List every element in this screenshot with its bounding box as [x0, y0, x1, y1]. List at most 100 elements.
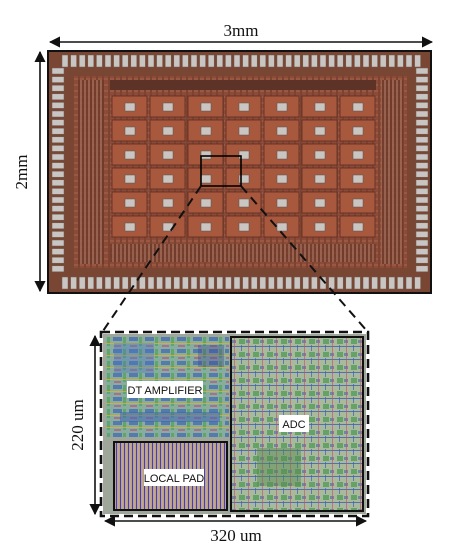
io-pad — [70, 54, 77, 68]
io-pad — [415, 84, 429, 92]
io-pad — [319, 54, 327, 68]
io-pad — [96, 276, 103, 290]
pixel-cell — [187, 119, 224, 142]
io-pad — [259, 54, 267, 68]
pixel-cell — [187, 95, 224, 118]
height-dimension: 2mm — [12, 50, 46, 293]
pixel-electrode — [276, 126, 288, 136]
io-pad — [51, 67, 65, 75]
zoom-region-marker — [200, 155, 242, 187]
io-pad — [415, 76, 429, 83]
top-row-bus — [110, 80, 376, 90]
io-pad — [78, 276, 86, 290]
io-pad — [51, 170, 65, 178]
pixel-electrode — [352, 150, 364, 160]
io-pad — [345, 54, 353, 68]
io-pad — [51, 231, 65, 238]
io-pad — [415, 93, 429, 101]
zoom-width-dimension: 320 um — [103, 515, 368, 545]
io-pad — [51, 196, 65, 204]
io-pad — [268, 54, 275, 68]
io-pad — [328, 276, 335, 290]
io-pad — [51, 179, 65, 187]
pixel-cell — [111, 167, 148, 190]
pixel-cell — [149, 95, 186, 118]
io-pad — [147, 54, 155, 68]
io-pad — [199, 54, 206, 68]
io-pad — [190, 276, 198, 290]
pixel-cell — [301, 167, 338, 190]
io-pad — [414, 276, 421, 290]
pixel-electrode — [200, 222, 212, 232]
zoom-connector-lines — [102, 185, 368, 332]
pixel-cell — [149, 191, 186, 214]
io-pad — [87, 276, 95, 290]
pixel-cell — [301, 191, 338, 214]
io-pad — [113, 54, 120, 68]
io-pad — [96, 54, 103, 68]
io-pad — [173, 276, 181, 290]
io-pad — [311, 54, 318, 68]
pixel-cell — [225, 143, 262, 166]
local-pad-label: LOCAL PAD — [144, 473, 205, 485]
io-pad — [311, 276, 318, 290]
io-pad — [250, 54, 258, 68]
pixel-electrode — [200, 198, 212, 208]
io-pad — [415, 145, 429, 152]
io-pad — [164, 54, 172, 68]
right-column-decoder — [381, 80, 403, 264]
io-pad — [51, 222, 65, 230]
pixel-electrode — [314, 222, 326, 232]
pixel-electrode — [124, 126, 136, 136]
pixel-electrode — [124, 102, 136, 112]
io-pad — [51, 93, 65, 101]
io-pad — [51, 84, 65, 92]
io-pad — [233, 54, 241, 68]
io-pad — [415, 205, 429, 212]
pixel-electrode — [124, 198, 136, 208]
io-pad — [379, 276, 387, 290]
pixel-cell — [187, 191, 224, 214]
pixel-cell — [225, 191, 262, 214]
pixel-cell — [263, 191, 300, 214]
pixel-cell — [111, 191, 148, 214]
io-pad — [371, 54, 378, 68]
pixel-cell — [187, 215, 224, 238]
pixel-cell — [111, 95, 148, 118]
io-pad — [388, 276, 396, 290]
pixel-electrode — [200, 102, 212, 112]
dt-amplifier-label: DT AMPLIFIER — [128, 385, 203, 397]
io-pad — [415, 265, 429, 273]
chip-width-label: 3mm — [224, 21, 259, 40]
io-pad — [415, 196, 429, 204]
pixel-cell — [339, 191, 376, 214]
io-pad — [354, 276, 361, 290]
io-pad — [242, 276, 249, 290]
adc-label: ADC — [282, 419, 305, 431]
io-pad — [51, 205, 65, 212]
io-pad — [415, 213, 429, 221]
io-pad — [121, 276, 129, 290]
io-pad — [51, 76, 65, 83]
io-pad — [414, 54, 421, 68]
bottom-readout-block — [110, 244, 376, 262]
io-pad — [130, 276, 138, 290]
pixel-cell — [339, 95, 376, 118]
pixel-electrode — [276, 102, 288, 112]
io-pad — [268, 276, 275, 290]
pixel-cell — [149, 167, 186, 190]
pixel-cell — [339, 143, 376, 166]
io-pad — [156, 276, 163, 290]
pixel-cell — [149, 143, 186, 166]
io-pad — [225, 276, 232, 290]
io-pad — [415, 110, 429, 118]
io-pad — [51, 256, 65, 264]
io-pad-ring — [51, 54, 429, 290]
io-pad — [51, 102, 65, 109]
io-pad — [415, 222, 429, 230]
pixel-cell — [339, 119, 376, 142]
io-pad — [51, 213, 65, 221]
pixel-cell — [339, 167, 376, 190]
io-pad — [156, 54, 163, 68]
io-pad — [362, 276, 370, 290]
